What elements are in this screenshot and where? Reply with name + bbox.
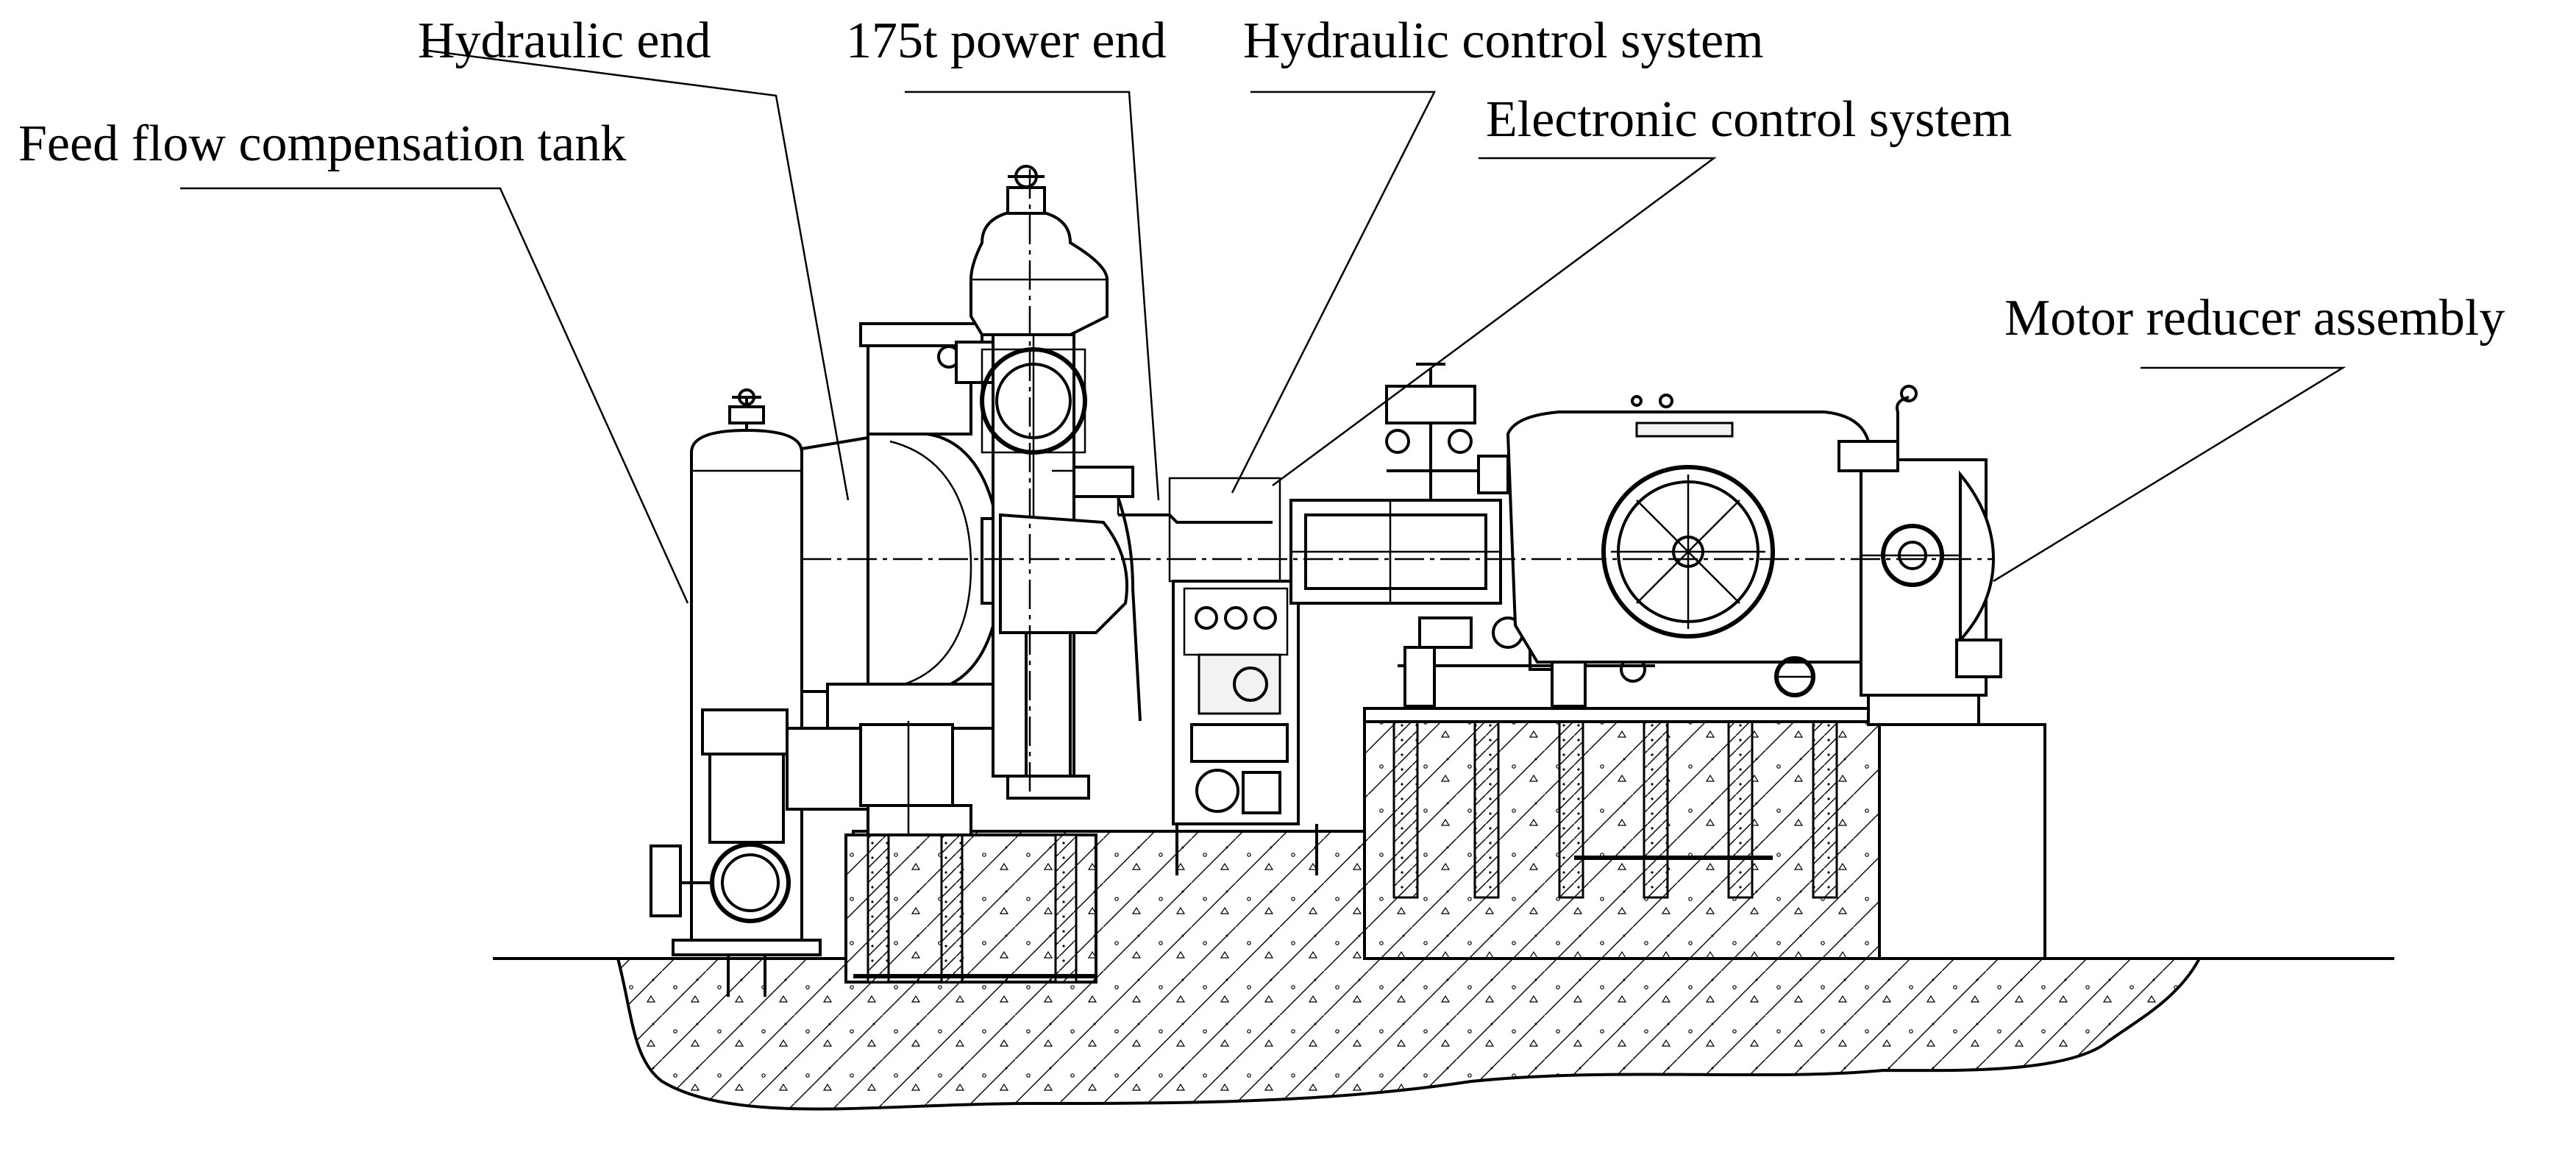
label-power-end: 175t power end (846, 13, 1166, 69)
hydraulic-control-system (1162, 477, 1339, 875)
electronic-control-system (1289, 363, 1655, 708)
motor-reducer-assembly (1506, 385, 2002, 726)
center-lines (802, 169, 1993, 794)
label-hydraulic-control-system: Hydraulic control system (1243, 13, 1764, 69)
label-hydraulic-end: Hydraulic end (418, 13, 711, 69)
feed-flow-compensation-tank (650, 388, 869, 997)
label-motor-reducer-assembly: Motor reducer assembly (2004, 290, 2505, 346)
label-electronic-control-system: Electronic control system (1486, 91, 2012, 148)
leader-lines (180, 49, 2346, 604)
power-end (969, 165, 1273, 800)
labels: Hydraulic end 175t power end Hydraulic c… (18, 13, 2505, 346)
label-feed-flow-compensation-tank: Feed flow compensation tank (18, 115, 626, 172)
